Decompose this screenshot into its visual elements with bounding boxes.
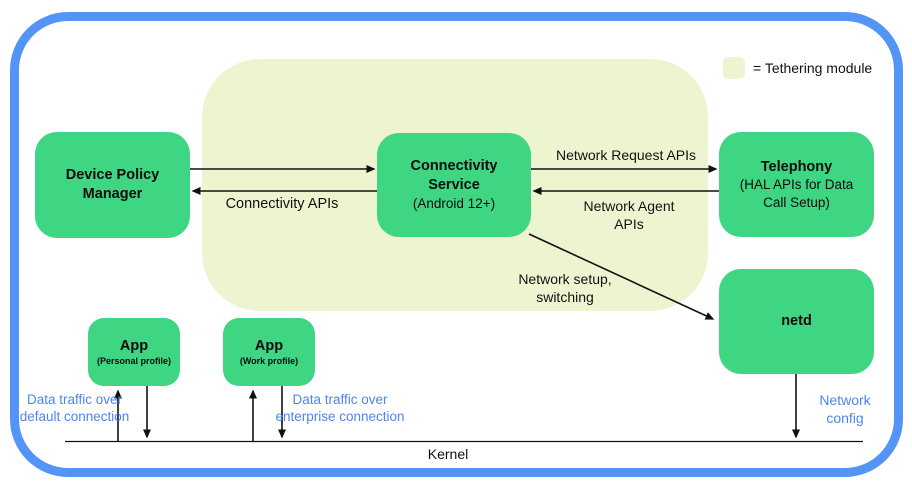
node-subtitle: (Personal profile) <box>96 355 171 366</box>
node-title: Device Policy Manager <box>65 167 160 202</box>
label-network-request-apis: Network Request APIs <box>555 147 697 163</box>
label-network-setup-switching: Network setup, switching <box>518 271 612 305</box>
label-network-config: Network config <box>819 392 871 426</box>
node-netd: netd <box>719 269 874 374</box>
label-data-traffic-default: Data traffic over default connection <box>19 392 130 424</box>
tethering-legend-label: = Tethering module <box>753 60 873 76</box>
label-connectivity-apis: Connectivity APIs <box>225 196 339 212</box>
node-subtitle: (Android 12+) <box>412 196 496 212</box>
node-title: Telephony <box>760 158 833 175</box>
node-subtitle: (Work profile) <box>239 355 299 366</box>
node-title: netd <box>781 313 812 330</box>
tethering-legend-swatch <box>723 57 745 79</box>
node-connectivity-service: Connectivity Service (Android 12+) <box>377 133 531 237</box>
label-data-traffic-enterprise: Data traffic over enterprise connection <box>275 392 405 424</box>
node-subtitle: (HAL APIs for Data Call Setup) <box>739 177 854 210</box>
node-app-work-profile: App (Work profile) <box>223 318 315 386</box>
node-device-policy-manager: Device Policy Manager <box>35 132 190 238</box>
node-telephony: Telephony (HAL APIs for Data Call Setup) <box>719 132 874 237</box>
kernel-label: Kernel <box>427 446 469 462</box>
legend: = Tethering module <box>723 57 872 79</box>
label-network-agent-apis: Network Agent APIs <box>583 198 675 232</box>
node-title: Connectivity Service <box>410 158 498 194</box>
node-title: App <box>119 337 149 354</box>
node-title: App <box>254 337 284 354</box>
diagram-outer-border <box>10 12 903 477</box>
node-app-personal-profile: App (Personal profile) <box>88 318 180 386</box>
